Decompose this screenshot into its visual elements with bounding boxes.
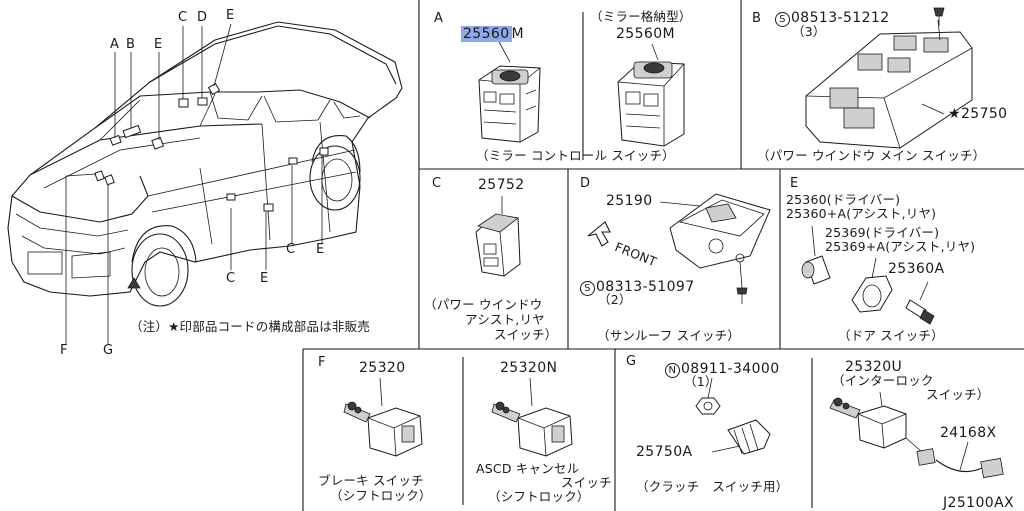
panel-e-line-3: 25369(ドライバー) <box>825 225 940 240</box>
panel-g-caption-left: （クラッチ スイッチ用） <box>636 479 789 494</box>
panel-g-part-x: 24168X <box>940 425 997 441</box>
panel-b-caption: （パワー ウインドウ メイン スイッチ） <box>757 148 986 163</box>
panel-c-caption-1: （パワー ウインドウ <box>424 297 543 312</box>
panel-e-caption: （ドア スイッチ） <box>838 328 944 343</box>
panel-g-part-a: 25750A <box>636 444 693 460</box>
panel-b-letter: B <box>752 11 762 26</box>
panel-f-caption-1-1: ブレーキ スイッチ <box>318 473 424 488</box>
panel-e-line-5: 25360A <box>888 261 945 277</box>
panel-d-screw-qty: （2） <box>598 292 632 307</box>
nut-number: 08911-34000 <box>681 361 780 377</box>
panel-d-part: 25190 <box>606 193 653 209</box>
panel-c-caption-3: スイッチ） <box>494 327 558 342</box>
callout-e: E <box>226 8 235 23</box>
screw-symbol: S <box>775 12 790 27</box>
panel-a-caption: （ミラー コントロール スイッチ） <box>476 148 675 163</box>
panel-c-part: 25752 <box>478 177 525 193</box>
panel-e-letter: E <box>790 176 799 191</box>
panel-b-screw-qty: （3） <box>792 24 826 39</box>
panel-d-caption: （サンルーフ スイッチ） <box>597 328 741 343</box>
callout-e: E <box>316 242 325 257</box>
panel-g-letter: G <box>626 354 637 369</box>
window-assist-switch-part <box>475 196 521 277</box>
panel-c-letter: C <box>432 176 442 191</box>
footnote: （注）★印部品コードの構成部品は非販売 <box>130 319 371 334</box>
panel-f-letter: F <box>318 355 326 370</box>
callout-c: C <box>178 10 188 25</box>
panel-f-caption-2-2: スイッチ <box>561 475 612 490</box>
clutch-switch-parts <box>695 377 1004 479</box>
callout-e: E <box>260 271 269 286</box>
panel-b-star-part: ★25750 <box>948 106 1008 122</box>
panel-borders <box>302 0 1024 511</box>
screw-symbol: S <box>580 281 595 296</box>
callout-d: D <box>197 10 208 25</box>
screw-number: 08513-51212 <box>791 10 890 26</box>
sunroof-switch-part <box>587 193 771 304</box>
door-switch-parts <box>801 225 935 325</box>
panel-f-caption-2-1: ASCD キャンセル <box>476 461 580 476</box>
panel-g-nut-qty: （1） <box>684 374 718 389</box>
panel-e-line-4: 25369+A(アシスト,リヤ) <box>825 239 976 254</box>
callout-f: F <box>60 343 68 358</box>
diagram-id: J25100AX <box>943 495 1015 511</box>
mirror-switch-parts <box>478 39 685 147</box>
callout-c: C <box>226 271 236 286</box>
nut-symbol: N <box>665 363 680 378</box>
panel-d-letter: D <box>580 176 591 191</box>
screw-number: 08313-51097 <box>596 279 695 295</box>
panel-g-interlock-1: （インターロック <box>832 373 934 388</box>
car-illustration <box>7 21 403 344</box>
panel-f-part-2: 25320N <box>500 360 558 376</box>
callout-c: C <box>286 242 296 257</box>
panel-a-letter: A <box>434 11 444 26</box>
panel-e-line-1: 25360(ドライバー) <box>786 192 901 207</box>
panel-a-part-folding: 25560M <box>616 26 676 42</box>
window-main-switch-part <box>805 7 973 149</box>
part-suffix: M <box>511 26 525 42</box>
panel-f-caption-1-2: （シフトロック） <box>330 488 432 503</box>
panel-f-caption-2-3: （シフトロック） <box>488 489 590 504</box>
callout-a: A <box>110 37 120 52</box>
panel-e-line-2: 25360+A(アシスト,リヤ) <box>786 206 937 221</box>
panel-g-interlock-2: スイッチ） <box>926 387 990 402</box>
callout-e: E <box>154 37 163 52</box>
panel-c-caption-2: アシスト,リヤ <box>465 312 545 327</box>
panel-a-folding-note: （ミラー格納型） <box>590 9 692 24</box>
panel-g-part-u: 25320U <box>845 359 903 375</box>
callout-b: B <box>126 37 136 52</box>
callout-g: G <box>103 343 114 358</box>
brake-switch-parts <box>343 377 573 457</box>
highlighted-part-number[interactable]: 25560 <box>461 26 512 42</box>
panel-f-part-1: 25320 <box>359 360 406 376</box>
